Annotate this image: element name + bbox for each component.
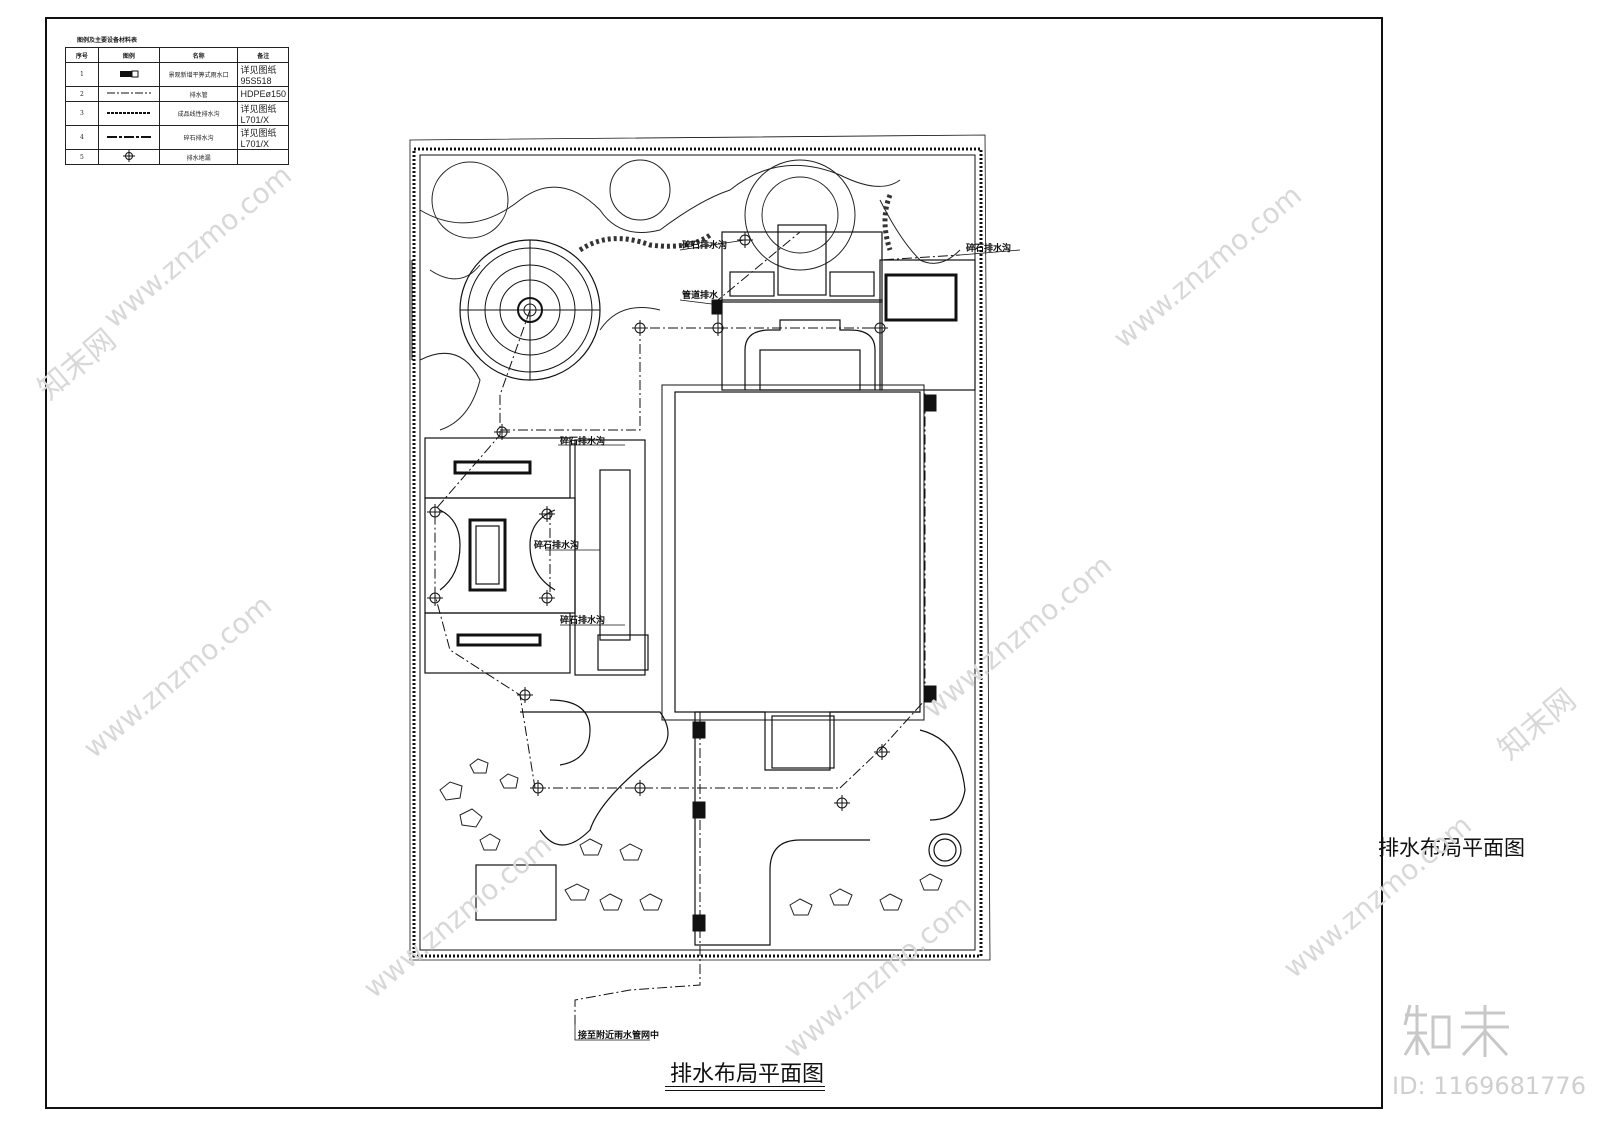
legend-row-no: 4 [65,125,99,150]
legend-row-name: 排水管 [158,86,239,102]
legend-row-spec: 详见图纸95S518 [237,62,289,87]
legend-row: 1 景观新增平箅式雨水口 详见图纸95S518 [65,62,289,87]
label-gravel-ditch: 碎石排水沟 [560,437,606,447]
legend-row: 5 排水地漏 [65,149,289,165]
legend-header-no: 序号 [65,47,99,63]
rainwater-inlets [692,299,937,932]
legend-row-name: 排水地漏 [158,149,239,165]
watermark-id: ID: 1169681776 [1392,1072,1586,1100]
legend-row-name: 碎石排水沟 [158,125,239,150]
legend-table: 图例及主要设备材料表 序号 图例 名称 备注 1 景观新增平箅式雨水口 详见图纸… [49,35,289,165]
legend-row: 4 碎石排水沟 详见图纸L701/X [65,125,289,150]
lawn-curves [419,159,961,431]
legend-symbol-drain-pipe [97,86,160,102]
legend-header-spec: 备注 [237,47,289,63]
floor-drains [427,232,890,811]
legend-symbol-floor-drain [97,149,160,165]
legend-row-name: 成品线性排水沟 [158,101,239,126]
legend-row-spec [237,149,289,165]
drainage-pipes [434,231,961,1025]
label-gravel-ditch: 碎石排水沟 [534,541,580,551]
legend-row-no: 1 [65,62,99,87]
legend-row: 3 成品线性排水沟 详见图纸L701/X [65,101,289,126]
label-pipe-drain: 管道排水 [682,291,719,301]
legend-row-spec: HDPEø150 [237,86,289,102]
logo-zhimo [1403,1004,1509,1057]
legend-row-spec: 详见图纸L701/X [237,125,289,150]
stepping-stones [578,232,712,253]
bottom-garden [475,699,966,946]
legend-header-symbol: 图例 [97,47,160,63]
legend-row-no: 2 [65,86,99,102]
label-gravel-ditch: 碎石排水沟 [560,616,606,626]
leader-lines [545,239,1021,1041]
label-gravel-ditch: 碎石排水沟 [966,244,1012,254]
label-outlet-note: 接至附近雨水管网中 [578,1031,660,1041]
legend-header-row: 序号 图例 名称 备注 [65,47,289,63]
legend-title: 图例及主要设备材料表 [77,37,138,44]
central-lawn [674,391,921,713]
legend-grid: 序号 图例 名称 备注 1 景观新增平箅式雨水口 详见图纸95S518 2 排水… [65,47,289,165]
legend-symbol-rain-inlet [97,62,160,87]
title-underline [665,1086,825,1087]
legend-row-name: 景观新增平箅式雨水口 [158,62,239,87]
rockery-stones [439,758,943,916]
side-title: 排水布局平面图 [1378,836,1525,860]
legend-symbol-linear-ditch [97,101,160,126]
label-gravel-ditch: 碎石排水沟 [682,241,728,251]
legend-header-name: 名称 [158,47,239,63]
legend-row-no: 3 [65,101,99,126]
legend-row: 2 排水管 HDPEø150 [65,86,289,102]
title-underline-thin [665,1090,825,1091]
legend-row-spec: 详见图纸L701/X [237,101,289,126]
building-top [721,224,976,391]
legend-row-no: 5 [65,149,99,165]
legend-symbol-gravel-ditch [97,125,160,150]
site-boundary [409,134,991,961]
main-title: 排水布局平面图 [670,1062,825,1087]
left-wing [424,437,649,676]
